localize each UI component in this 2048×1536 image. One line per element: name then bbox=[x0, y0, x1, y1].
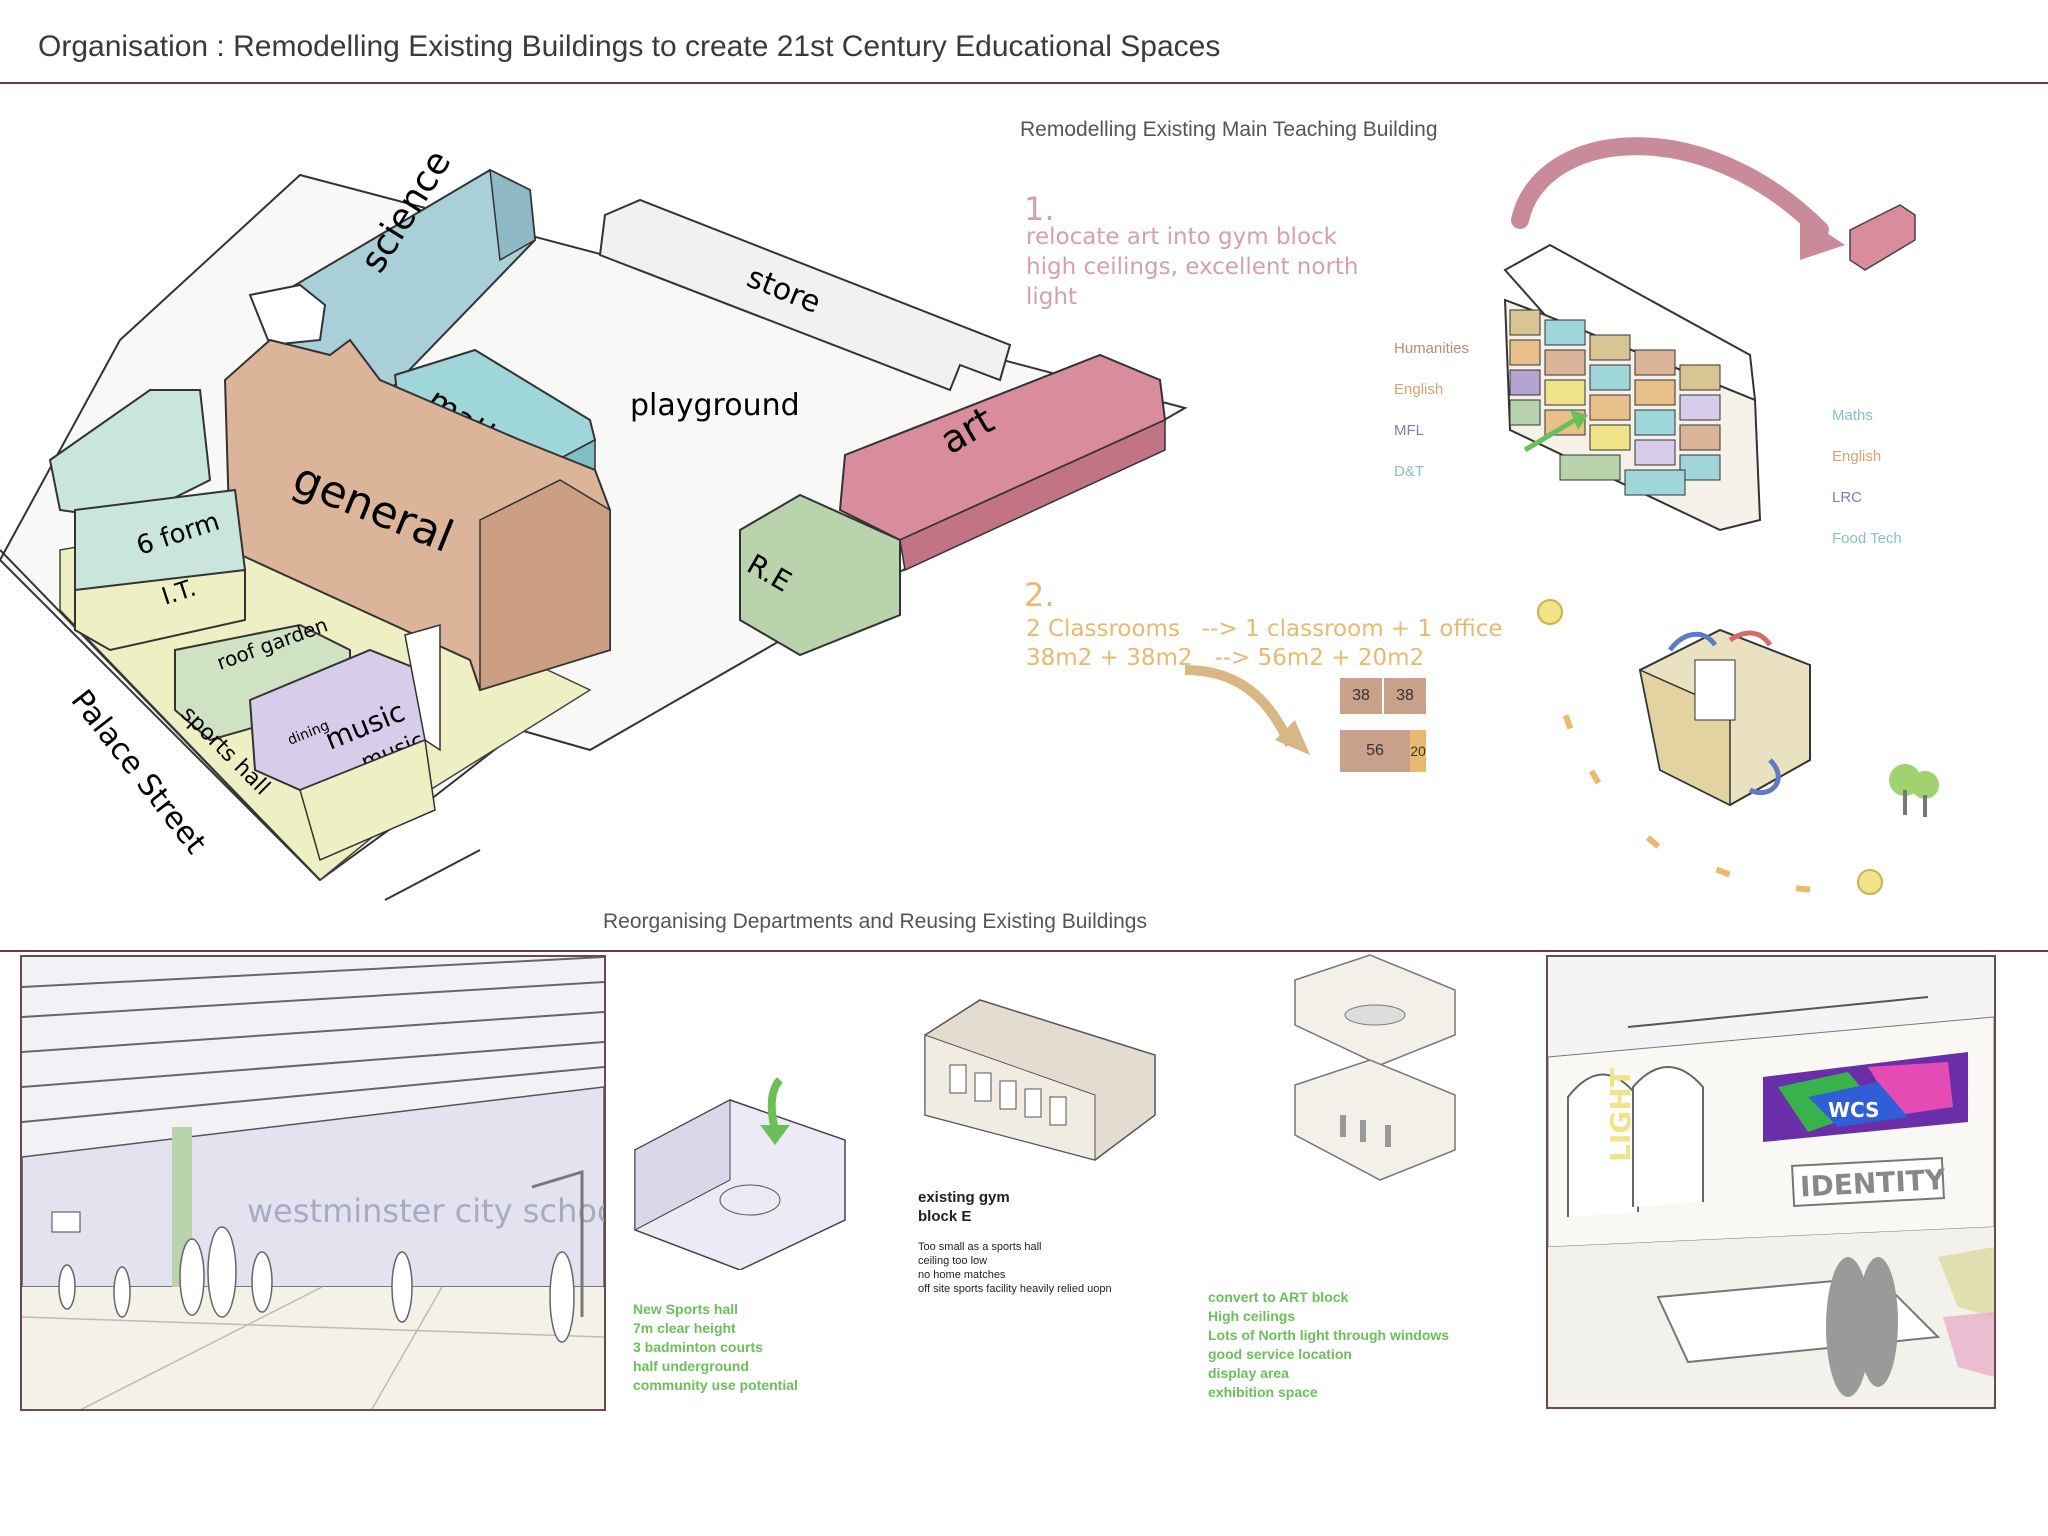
step2-number: 2. bbox=[1024, 576, 1055, 614]
sports-hall-notes: New Sports hall 7m clear height 3 badmin… bbox=[633, 1300, 798, 1395]
step2-text: 2 Classrooms --> 1 classroom + 1 office … bbox=[1026, 615, 1503, 673]
it-block bbox=[74, 568, 246, 652]
gym-title-line2: block E bbox=[918, 1208, 972, 1225]
label-dt: D&T bbox=[1394, 463, 1424, 480]
main-building-diagram bbox=[1503, 243, 1762, 532]
gym-notes: Too small as a sports hall ceiling too l… bbox=[918, 1240, 1112, 1296]
connector-block bbox=[248, 283, 327, 347]
step2-line1: 2 Classrooms --> 1 classroom + 1 office bbox=[1026, 616, 1503, 642]
environment-room-diagram bbox=[1537, 599, 1939, 895]
label-humanities: Humanities bbox=[1394, 340, 1470, 357]
art-block-mini bbox=[1849, 204, 1916, 271]
sixth-form-upper bbox=[48, 389, 212, 522]
sports-note-5: community use potential bbox=[633, 1377, 798, 1393]
art-note-6: exhibition space bbox=[1208, 1384, 1318, 1400]
label-maths: Maths bbox=[1832, 407, 1873, 424]
art-block-side bbox=[899, 418, 1166, 572]
music-base bbox=[299, 738, 436, 862]
sun-icon bbox=[1537, 599, 1563, 625]
label-food-tech: Food Tech bbox=[1832, 530, 1902, 547]
street-line-2 bbox=[384, 849, 481, 901]
light-word: LIGHT bbox=[1604, 1068, 1637, 1162]
sports-note-3: 3 badminton courts bbox=[633, 1339, 763, 1355]
art-note-1: convert to ART block bbox=[1208, 1289, 1349, 1305]
music-tower bbox=[404, 624, 441, 752]
store-block bbox=[598, 198, 1012, 392]
sports-note-2: 7m clear height bbox=[633, 1320, 736, 1336]
sports-note-1: New Sports hall bbox=[633, 1301, 739, 1317]
site-plan-caption: Reorganising Departments and Reusing Exi… bbox=[603, 910, 1147, 933]
bottom-divider bbox=[0, 950, 2048, 952]
playground-label: playground bbox=[630, 388, 800, 423]
identity-word: IDENTITY bbox=[1799, 1163, 1946, 1204]
existing-gym-diagram bbox=[924, 999, 1156, 1161]
left-label-list: Humanities English MFL D&T bbox=[1394, 328, 1469, 492]
re-block bbox=[739, 493, 901, 657]
art-note-2: High ceilings bbox=[1208, 1308, 1296, 1324]
step1-line1: relocate art into gym block bbox=[1026, 224, 1337, 250]
gym-title: existing gym block E bbox=[918, 1188, 1010, 1226]
gym-note-3: no home matches bbox=[918, 1269, 1006, 1281]
label-english-right: English bbox=[1832, 448, 1882, 465]
label-mfl: MFL bbox=[1394, 422, 1424, 439]
area-box-56: 56 bbox=[1340, 730, 1410, 772]
label-english-left: English bbox=[1394, 381, 1444, 398]
step2-line2: 38m2 + 38m2 --> 56m2 + 20m2 bbox=[1026, 645, 1425, 671]
label-lrc: LRC bbox=[1832, 489, 1863, 506]
step2-arrow bbox=[1184, 665, 1310, 755]
science-block-side bbox=[489, 168, 536, 262]
site-plan-diagram: Palace Street science store maths playgr… bbox=[0, 143, 1188, 901]
art-note-5: display area bbox=[1208, 1365, 1289, 1381]
page-title: Organisation : Remodelling Existing Buil… bbox=[38, 30, 1221, 63]
area-box-20: 20 bbox=[1410, 730, 1426, 772]
gym-note-2: ceiling too low bbox=[918, 1255, 988, 1267]
new-sports-hall-diagram bbox=[634, 1077, 846, 1270]
art-block-sketches bbox=[1294, 954, 1456, 1181]
step1-line2: high ceilings, excellent north bbox=[1026, 254, 1359, 280]
step1-line3: light bbox=[1026, 284, 1077, 310]
art-note-4: good service location bbox=[1208, 1346, 1352, 1362]
relocate-arrow bbox=[1511, 137, 1916, 271]
gym-title-line1: existing gym bbox=[918, 1189, 1010, 1206]
sports-note-4: half underground bbox=[633, 1358, 749, 1374]
sun-icon-2 bbox=[1857, 869, 1883, 895]
gym-note-4: off site sports facility heavily relied … bbox=[918, 1283, 1112, 1295]
mural-text: westminster city school bbox=[247, 1192, 604, 1230]
remodel-title: Remodelling Existing Main Teaching Build… bbox=[1020, 118, 1438, 141]
art-note-3: Lots of North light through windows bbox=[1208, 1327, 1450, 1343]
sports-hall-perspective: westminster city school bbox=[20, 955, 625, 1411]
street-line bbox=[0, 549, 321, 881]
art-conversion-notes: convert to ART block High ceilings Lots … bbox=[1208, 1288, 1449, 1402]
right-label-list: Maths English LRC Food Tech bbox=[1832, 395, 1902, 559]
area-box-38a: 38 bbox=[1340, 678, 1382, 714]
general-block-end bbox=[479, 479, 611, 692]
step1-number: 1. bbox=[1024, 190, 1055, 228]
top-divider bbox=[0, 82, 2048, 84]
gym-note-1: Too small as a sports hall bbox=[918, 1241, 1042, 1253]
art-studio-sketch: LIGHT WCS IDENTITY bbox=[1547, 957, 1995, 1407]
sports-hall-sketch: westminster city school bbox=[21, 956, 625, 1410]
banner-text: WCS bbox=[1828, 1098, 1880, 1122]
step1-text: relocate art into gym block high ceiling… bbox=[1026, 222, 1359, 312]
art-studio-perspective: LIGHT WCS IDENTITY bbox=[1546, 955, 1996, 1409]
area-box-38b: 38 bbox=[1384, 678, 1426, 714]
